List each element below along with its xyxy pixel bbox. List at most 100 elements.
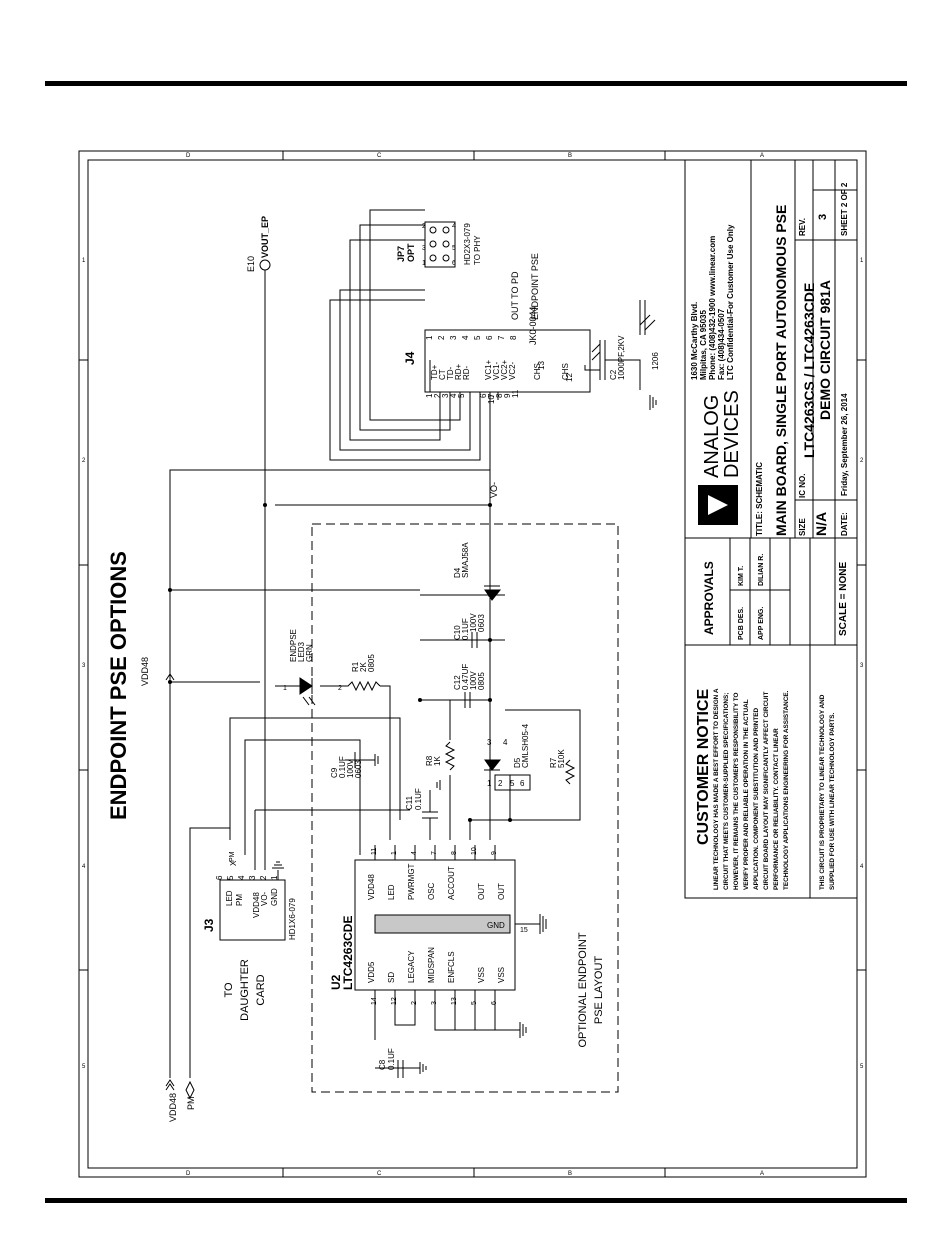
jp7-part: HD2X3-079 (463, 223, 472, 265)
vout-ep-label: VOUT_EP (260, 216, 270, 258)
u2-pin-name-osc: OSC (427, 882, 436, 900)
j4-note-2: ENDPOINT PSE (530, 253, 540, 320)
j4-num-a-8: 8 (495, 393, 504, 398)
c9-voltage: 100V (346, 759, 355, 778)
jp7-pin-5: 5 (452, 245, 456, 252)
jp7-pin-4: 4 (452, 223, 456, 230)
notice-line-6: CIRCUIT BOARD LAYOUT MAY SIGNIFICANTLY A… (763, 692, 770, 890)
j4-pin-td-minus: TD- (446, 366, 455, 380)
j4-num-a-4: 4 (449, 393, 458, 398)
address-line-5: LTC Confidential-For Customer Use Only (726, 224, 735, 380)
c2-ref: C2 (609, 369, 618, 380)
border-num-2-left: 2 (82, 458, 86, 464)
jp7-pin-1: 1 (422, 260, 426, 267)
e10-label: E10 (246, 256, 256, 272)
analog-devices-logo: ANALOG DEVICES (698, 390, 743, 525)
pm-port-icon (185, 1080, 195, 1100)
j4-pin-rd-minus: RD- (462, 365, 471, 380)
proprietary-line-2: SUPPLIED FOR USE WITH LINEAR TECHNOLOGY … (829, 712, 836, 890)
border-letter-c-bottom: C (377, 1171, 382, 1177)
c8-value: 0.1UF (387, 1048, 396, 1070)
j4-pin-vc2-plus: VC2+ (500, 359, 509, 380)
u2-pin-name-vss1: VSS (477, 967, 486, 983)
d5-ref: D5 (513, 757, 522, 768)
c9-capacitor-icon (345, 752, 379, 768)
c9-ref: C9 (330, 767, 339, 778)
notice-line-1: LINEAR TECHNOLOGY HAS MADE A BEST EFFORT… (713, 688, 720, 890)
optional-box-label-1: OPTIONAL ENDPOINT (577, 932, 589, 1047)
d4-diode-icon (484, 585, 502, 601)
jp7-sub: OPT (406, 243, 416, 262)
c2-chassis-ground-icon (591, 314, 657, 410)
u2-ref: U2 (329, 974, 343, 990)
r8-value: 1K (433, 756, 442, 766)
j4-num-a-3: 3 (441, 393, 450, 398)
j4-num-a-10: 10 (487, 395, 496, 404)
d5-pin-6: 6 (520, 779, 525, 788)
schematic-title: MAIN BOARD, SINGLE PORT AUTONOMOUS PSE (773, 205, 789, 536)
border-letter-d-bottom: D (186, 1171, 191, 1177)
scale-text: SCALE = NONE (838, 561, 849, 636)
approvals-heading: APPROVALS (702, 561, 716, 635)
u2-part: LTC4263CDE (341, 916, 355, 990)
ic-number: LTC4263CS / LTC4263CDE (801, 283, 817, 458)
j4-ref: J4 (403, 351, 417, 365)
j4-pin-vc2-minus: VC2- (508, 361, 517, 380)
u2-pin-name-led: LED (387, 884, 396, 900)
led3-color: GRN (305, 644, 314, 662)
border-num-2-right: 2 (860, 458, 864, 464)
customer-notice-title: CUSTOMER NOTICE (695, 689, 712, 845)
border-num-1-right: 1 (860, 258, 864, 264)
border-num-1-left: 1 (82, 258, 86, 264)
j3-num-4: 4 (237, 875, 246, 880)
r1-ref: R1 (351, 661, 360, 672)
c12-package: 0805 (477, 672, 486, 690)
optional-box-label-2: PSE LAYOUT (593, 956, 605, 1025)
c11-ref: C11 (405, 795, 414, 810)
vdd48-arrow-icon (165, 1079, 175, 1091)
r7-ref: R7 (549, 757, 558, 768)
rev-label: REV. (798, 218, 807, 236)
e10-terminal-icon (259, 259, 271, 271)
c10-package: 0603 (477, 614, 486, 632)
u2-pin-name-accout: ACCOUT (447, 866, 456, 900)
c9-value: 0.1UF (338, 756, 347, 778)
j4-num-a-2: 2 (433, 393, 442, 398)
date-value: Friday, September 26, 2014 (840, 393, 849, 496)
c10-voltage: 100V (469, 613, 478, 632)
c10-ref: C10 (453, 625, 462, 640)
j4-num-b-8: 8 (509, 335, 518, 340)
u2-pins (374, 845, 540, 1040)
j3-num-5: 5 (226, 875, 235, 880)
ic-label: IC NO. (798, 474, 807, 498)
r8-ref: R8 (425, 755, 434, 766)
net-label-pm: PM (186, 1097, 196, 1111)
d5-diode-icon (484, 759, 531, 791)
j4-num-b-6: 6 (485, 335, 494, 340)
vdd48-top-arrow-icon (165, 673, 175, 681)
j3-pin-vo: VO- (260, 891, 269, 906)
proprietary-line-1: THIS CIRCUIT IS PROPRIETARY TO LINEAR TE… (819, 694, 826, 890)
u2-pin-name-out2: OUT (497, 883, 506, 900)
j4-num-a-11: 11 (511, 389, 520, 398)
u2-pin-name-vdd48: VDD48 (367, 874, 376, 900)
j4-num-a-12: 12 (565, 373, 574, 382)
j4-num-b-5: 5 (473, 335, 482, 340)
bottom-rule (45, 1198, 907, 1203)
c2-package: 1206 (651, 352, 660, 370)
j3-ref: J3 (202, 918, 216, 932)
border-num-5-right: 5 (860, 1064, 864, 1070)
j4-num-a-5: 5 (457, 393, 466, 398)
j4-body (424, 329, 591, 393)
j4-num-a-1: 1 (425, 393, 434, 398)
rev-value: 3 (817, 214, 829, 220)
notice-line-3: HOWEVER, IT REMAINS THE CUSTOMER'S RESPO… (733, 692, 740, 890)
u2-pin-name-vss2: VSS (497, 967, 506, 983)
j4-pin-vc1-minus: VC1- (492, 361, 501, 380)
border-num-5-left: 5 (82, 1064, 86, 1070)
d4-part: SMAJ58A (461, 542, 470, 578)
border-letter-d-top: D (186, 153, 191, 159)
notice-line-7: PERFORMANCE OR RELIABILITY. CONTACT LINE… (773, 728, 780, 890)
border-ticks (79, 151, 866, 1177)
r7-resistor-icon (564, 759, 576, 785)
